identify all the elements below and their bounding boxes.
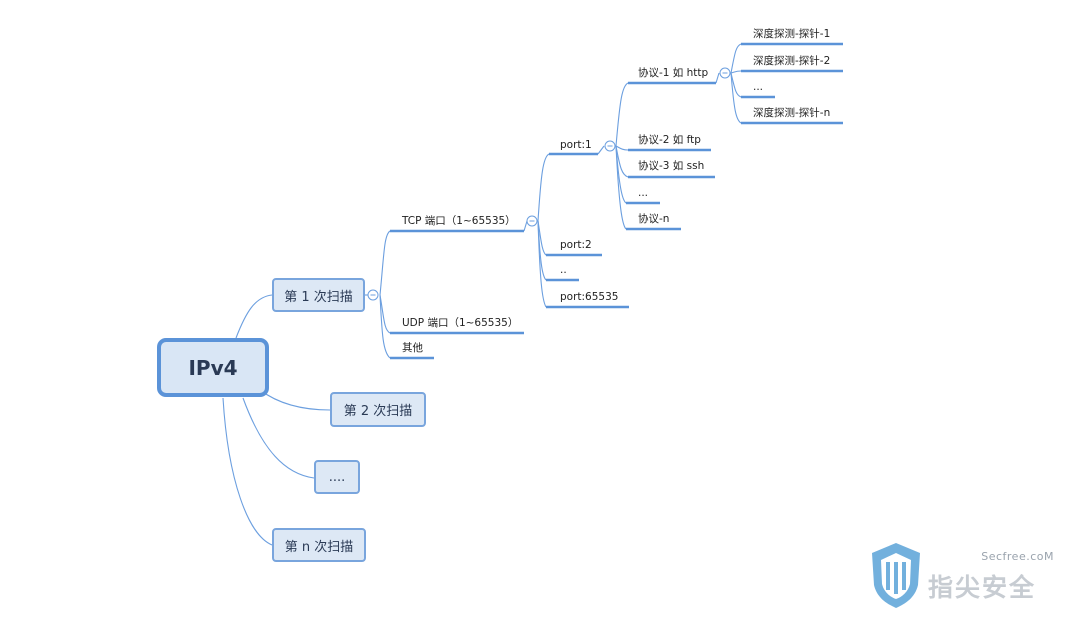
scan-node-1[interactable]: 第 1 次扫描 <box>272 278 365 312</box>
connector-root-scan1 <box>235 294 273 339</box>
node-protocol-1[interactable]: 协议-1 如 http <box>638 67 709 79</box>
node-tcp-ports[interactable]: TCP 端口（1~65535） <box>402 215 516 227</box>
watermark-site: Secfree.coM <box>981 550 1054 563</box>
connector-port1-proto2 <box>615 145 629 151</box>
node-probe-2[interactable]: 深度探测-探针-2 <box>753 55 831 67</box>
node-protocol-ellipsis[interactable]: ... <box>638 187 649 199</box>
watermark-brand: 指尖安全 <box>928 573 1037 602</box>
connector-scan1-tcp <box>379 230 391 296</box>
connector-proto1-probe2 <box>730 70 742 74</box>
node-other[interactable]: 其他 <box>402 342 423 354</box>
connector-root-scan4 <box>222 397 273 546</box>
scan-node-more[interactable]: .... <box>314 460 360 494</box>
scan-node-n[interactable]: 第 n 次扫描 <box>272 528 366 562</box>
node-protocol-2[interactable]: 协议-2 如 ftp <box>638 134 701 146</box>
scan-node-2[interactable]: 第 2 次扫描 <box>330 392 426 427</box>
connector-root-scan2 <box>259 389 331 411</box>
connector-tcp-port65535 <box>537 220 547 308</box>
shield-logo-icon <box>872 543 920 608</box>
connector-proto1-dots <box>730 72 742 98</box>
node-port-65535[interactable]: port:65535 <box>560 291 619 303</box>
connector-port1-proton <box>615 145 627 230</box>
node-protocol-3[interactable]: 协议-3 如 ssh <box>638 160 705 172</box>
connector-proto1-probe1 <box>730 43 742 74</box>
node-protocol-n[interactable]: 协议-n <box>638 213 670 225</box>
connector-proto1-proben <box>730 72 742 124</box>
connector-port1-proto1 <box>615 82 629 147</box>
node-port-ellipsis[interactable]: .. <box>560 264 567 276</box>
root-node-ipv4[interactable]: IPv4 <box>157 338 269 397</box>
node-port-2[interactable]: port:2 <box>560 239 592 251</box>
node-probe-1[interactable]: 深度探测-探针-1 <box>753 28 831 40</box>
connector-scan1-other <box>379 294 391 359</box>
node-udp-ports[interactable]: UDP 端口（1~65535） <box>402 317 519 329</box>
connector-scan1-udp <box>379 294 391 334</box>
node-probe-n[interactable]: 深度探测-探针-n <box>753 107 831 119</box>
node-probe-ellipsis[interactable]: ... <box>753 81 764 93</box>
connector-root-scan3 <box>242 397 315 479</box>
node-port-1[interactable]: port:1 <box>560 139 592 151</box>
connector-tcp-port1 <box>537 153 550 222</box>
